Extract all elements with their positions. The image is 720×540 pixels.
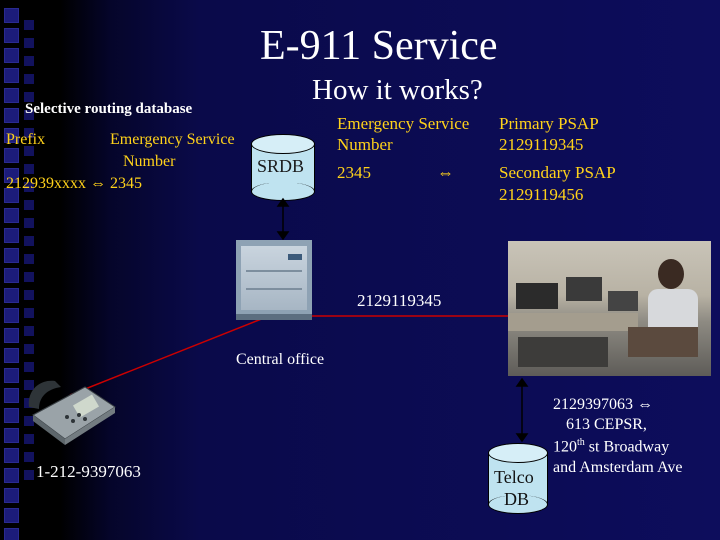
central-office-label: Central office xyxy=(236,351,325,368)
caller-line xyxy=(69,317,265,396)
secondary-psap-number: 2129119456 xyxy=(499,185,584,204)
esn-value: 2345 xyxy=(337,163,371,182)
esn-header-line1: Emergency Service xyxy=(337,114,470,133)
srdb-col-esn-line1: Emergency Service xyxy=(110,131,235,148)
ali-line4: and Amsterdam Ave xyxy=(553,459,683,476)
ali-line2: 613 CEPSR, xyxy=(566,416,647,433)
telco-db-icon: Telco DB xyxy=(488,443,548,514)
srdb-col-esn-line2: Number xyxy=(123,153,176,170)
secondary-psap-label: Secondary PSAP xyxy=(499,163,616,182)
slide-subtitle: How it works? xyxy=(312,74,483,106)
caller-number: 1-212-9397063 xyxy=(36,462,141,481)
decorative-squares xyxy=(4,8,24,540)
slide-title: E-911 Service xyxy=(260,23,498,69)
telephone-icon xyxy=(25,377,117,447)
central-office-switch-icon xyxy=(236,240,312,320)
srdb-db-label: SRDB xyxy=(257,156,305,176)
srdb-heading: Selective routing database xyxy=(25,101,193,117)
srdb-row-value: 212939xxxx ⇔ 2345 xyxy=(6,175,142,192)
esn-header-line2: Number xyxy=(337,135,393,154)
telco-db-label-line1: Telco xyxy=(494,467,534,487)
ali-line1: 2129397063 ⇔ xyxy=(553,396,653,413)
decorative-squares-secondary xyxy=(24,20,38,488)
primary-psap-label: Primary PSAP xyxy=(499,114,599,133)
srdb-col-prefix: Prefix xyxy=(6,131,46,148)
ali-line3: 120th st Broadway xyxy=(553,437,670,456)
psap-call-center-photo xyxy=(508,241,711,376)
telco-link-arrow xyxy=(515,377,529,443)
primary-psap-number: 2129119345 xyxy=(499,135,584,154)
telco-db-label-line2: DB xyxy=(504,489,530,509)
psap-link-number: 2129119345 xyxy=(357,291,442,310)
esn-arrow: ⇔ xyxy=(437,163,454,182)
srdb-link-arrow xyxy=(276,197,290,241)
